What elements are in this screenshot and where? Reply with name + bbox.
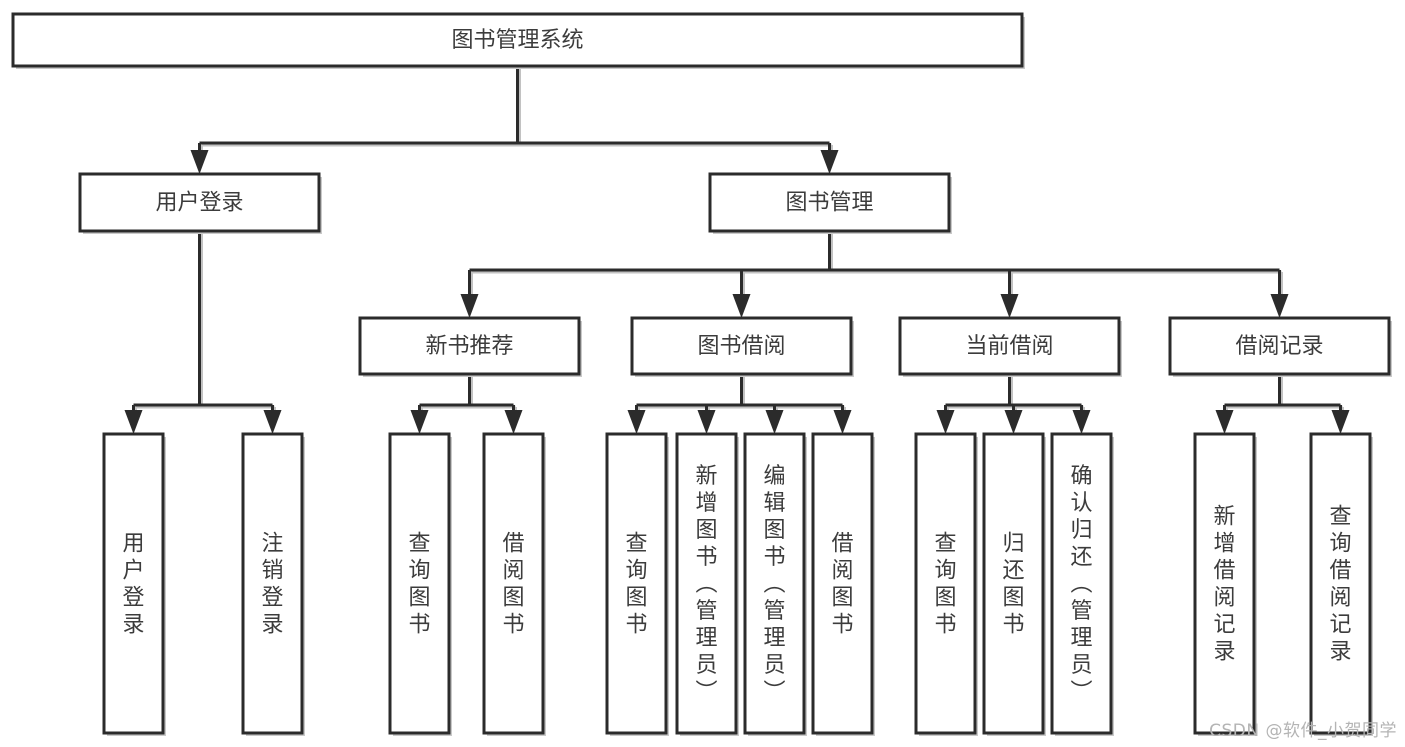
node-label: 注销登录 [261, 532, 283, 638]
node-book-borrow[interactable]: 图书借阅 [630, 316, 854, 377]
node-label: 图书借阅 [697, 334, 785, 359]
node-label: 确认归还︵管理员︶ [1070, 464, 1092, 705]
node-box[interactable] [914, 432, 977, 735]
node-borrow-record[interactable]: 借阅记录 [1168, 316, 1392, 377]
node-book-management[interactable]: 图书管理 [708, 172, 952, 234]
node-leaf-edit-book-admin[interactable]: 编辑图书︵管理员︶ [743, 432, 807, 736]
node-label: 查询借阅记录 [1329, 505, 1351, 665]
node-box[interactable] [11, 12, 1024, 68]
node-box[interactable] [605, 432, 668, 735]
node-leaf-query-borrow-record[interactable]: 查询借阅记录 [1309, 432, 1373, 736]
node-box[interactable] [630, 316, 853, 376]
node-user-login[interactable]: 用户登录 [78, 172, 322, 234]
node-box[interactable] [241, 432, 304, 735]
node-label: 查询图书 [625, 532, 647, 638]
node-leaf-return-book[interactable]: 归还图书 [982, 432, 1046, 736]
node-new-book-recommend[interactable]: 新书推荐 [358, 316, 582, 377]
node-label: 借阅图书 [831, 532, 853, 638]
node-box[interactable] [743, 432, 806, 735]
node-leaf-confirm-return-admin[interactable]: 确认归还︵管理员︶ [1050, 432, 1114, 736]
node-label: 新增借阅记录 [1213, 505, 1235, 665]
node-box[interactable] [388, 432, 451, 735]
node-leaf-add-book-admin[interactable]: 新增图书︵管理员︶ [675, 432, 739, 736]
node-leaf-query-book-1[interactable]: 查询图书 [388, 432, 452, 736]
node-root[interactable]: 图书管理系统 [11, 12, 1025, 69]
node-leaf-borrow-book-2[interactable]: 借阅图书 [811, 432, 875, 736]
node-leaf-borrow-book-1[interactable]: 借阅图书 [482, 432, 546, 736]
node-label: 借阅图书 [502, 532, 524, 638]
node-label: 用户登录 [155, 191, 243, 216]
node-box[interactable] [1193, 432, 1256, 735]
node-leaf-user-login[interactable]: 用户登录 [102, 432, 166, 736]
node-label: 图书管理系统 [451, 28, 583, 53]
node-box[interactable] [482, 432, 545, 735]
node-label: 编辑图书︵管理员︶ [763, 464, 785, 705]
node-box[interactable] [982, 432, 1045, 735]
node-leaf-logout[interactable]: 注销登录 [241, 432, 305, 736]
node-box[interactable] [102, 432, 165, 735]
node-label: 新增图书︵管理员︶ [695, 464, 717, 705]
node-leaf-query-book-3[interactable]: 查询图书 [914, 432, 978, 736]
node-box[interactable] [811, 432, 874, 735]
node-label: 借阅记录 [1235, 334, 1323, 359]
node-leaf-query-book-2[interactable]: 查询图书 [605, 432, 669, 736]
node-label: 用户登录 [122, 532, 144, 638]
node-box[interactable] [1309, 432, 1372, 735]
node-box[interactable] [1168, 316, 1391, 376]
node-box[interactable] [1050, 432, 1113, 735]
node-current-borrow[interactable]: 当前借阅 [898, 316, 1122, 377]
node-label: 图书管理 [785, 191, 873, 216]
node-box[interactable] [708, 172, 951, 233]
node-box[interactable] [78, 172, 321, 233]
node-box[interactable] [898, 316, 1121, 376]
node-box[interactable] [675, 432, 738, 735]
node-label: 查询图书 [408, 532, 430, 638]
node-label: 归还图书 [1002, 532, 1024, 638]
node-leaf-add-borrow-record[interactable]: 新增借阅记录 [1193, 432, 1257, 736]
node-box[interactable] [358, 316, 581, 376]
node-label: 新书推荐 [425, 334, 513, 359]
node-label: 查询图书 [934, 532, 956, 638]
node-label: 当前借阅 [965, 334, 1053, 359]
